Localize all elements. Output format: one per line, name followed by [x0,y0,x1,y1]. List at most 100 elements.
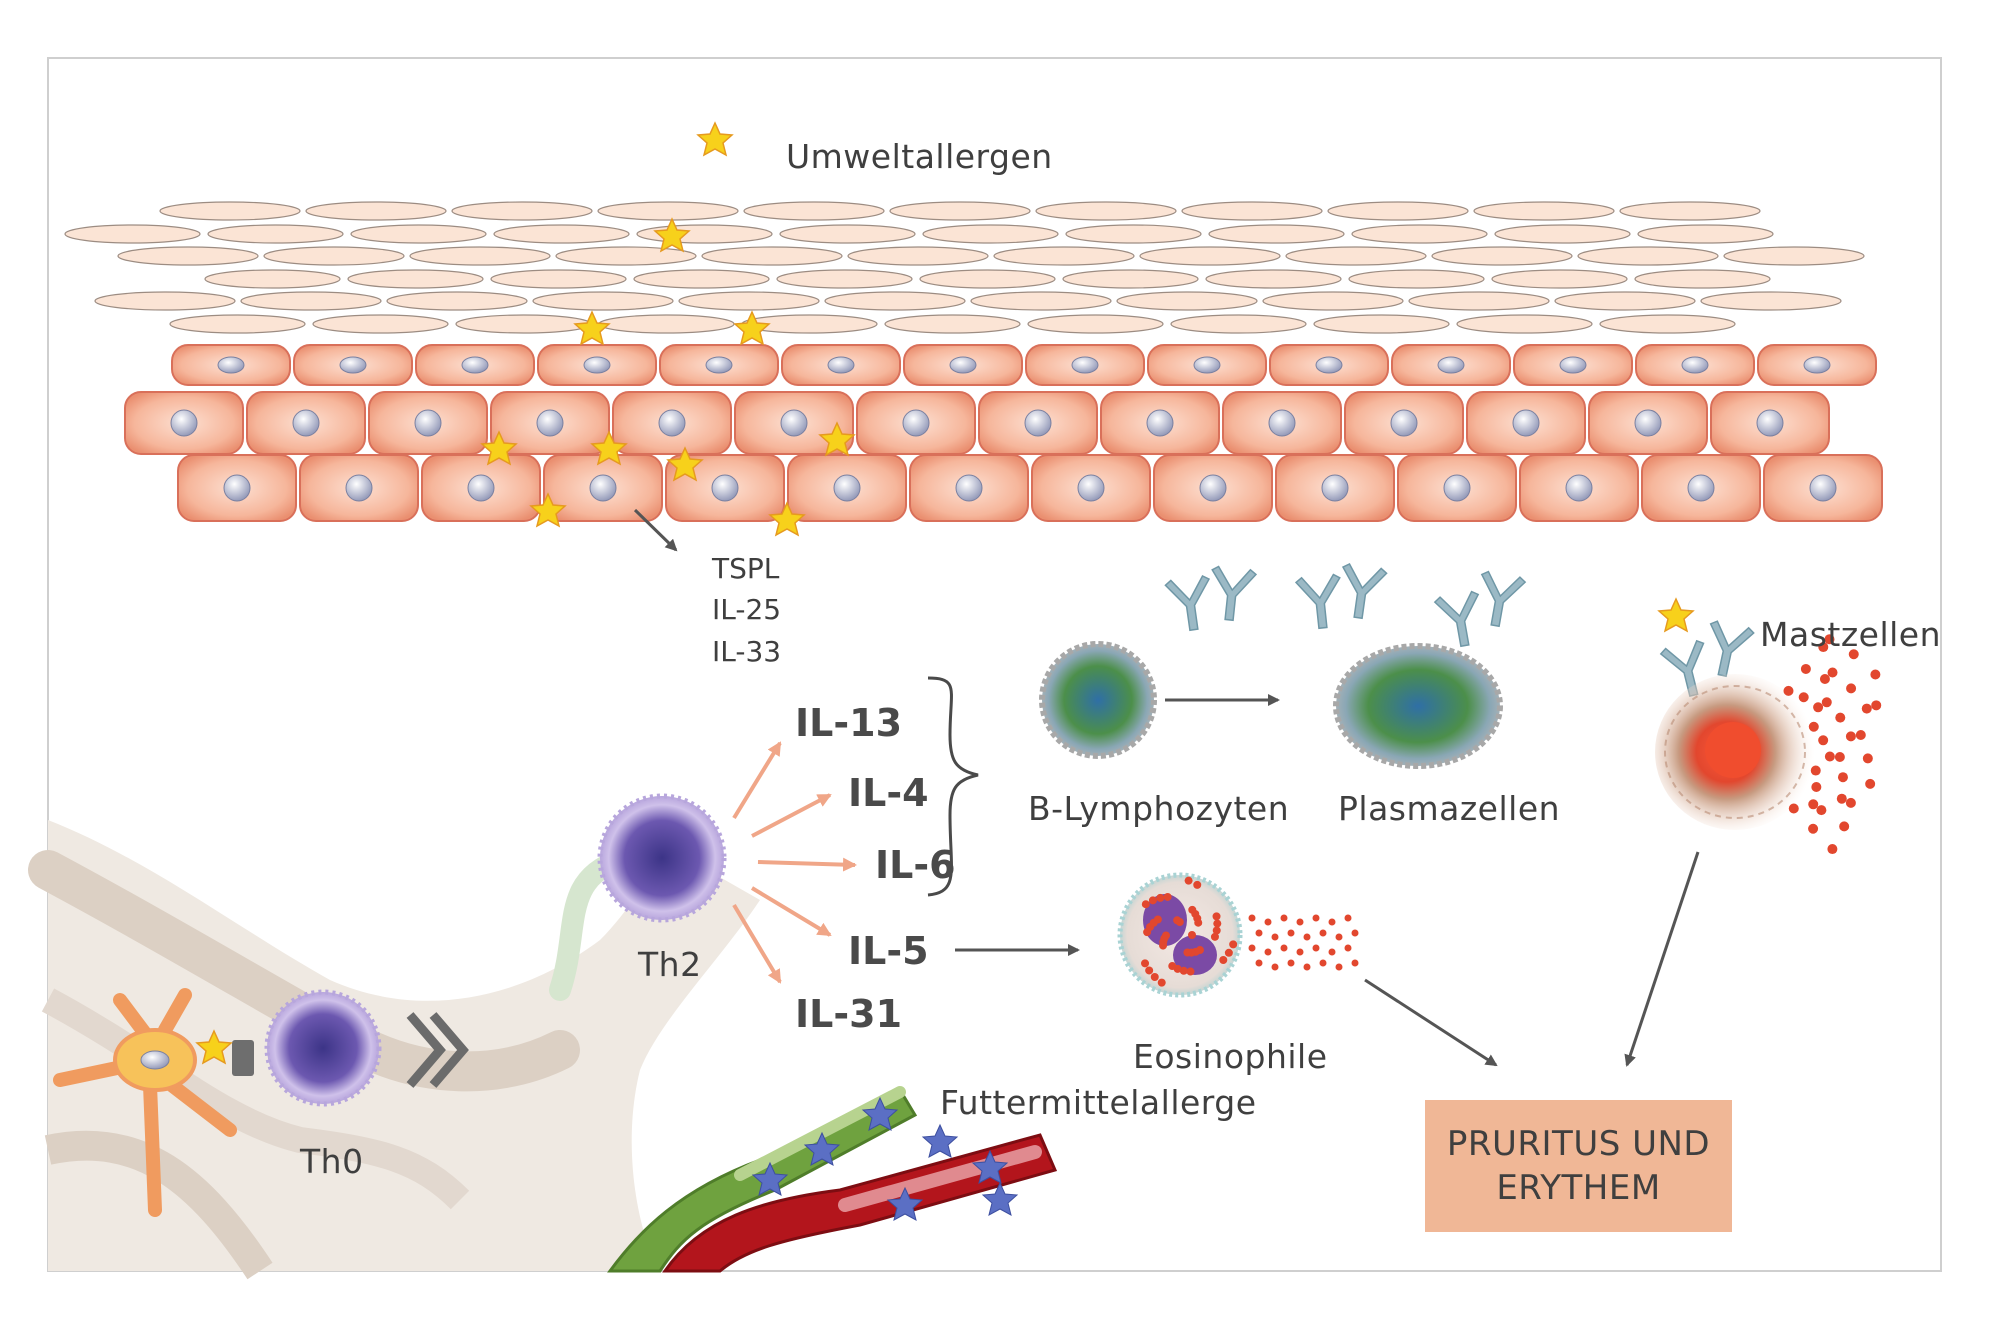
granule [1184,876,1193,885]
antibody-icon [1472,569,1527,631]
granule [1821,697,1832,708]
granule [1837,772,1848,783]
granule [1271,963,1279,971]
granule [1271,933,1279,941]
star-icon [697,122,733,156]
granule [1264,948,1272,956]
granule [1811,782,1822,793]
nucleus [1390,409,1418,437]
th2-label: Th2 [638,945,702,984]
corneocyte [451,201,593,221]
granule [1255,959,1263,967]
corneocyte [597,201,739,221]
nucleus [833,474,861,502]
chevron-right-icon [406,1012,469,1088]
granule [1193,880,1202,889]
corneocyte [1634,269,1771,289]
nucleus [1809,474,1837,502]
granule [1783,685,1794,696]
granule [1183,948,1192,957]
th0-label: Th0 [300,1142,364,1181]
granule [1296,918,1304,926]
granule [1163,892,1172,901]
corneocyte [555,246,697,266]
nucleus [589,474,617,502]
corneocyte [776,269,913,289]
corneocyte [847,246,989,266]
nucleus [949,356,977,374]
granule [1188,931,1196,939]
nucleus [345,474,373,502]
nucleus [1512,409,1540,437]
corneocyte [743,201,885,221]
granule [1861,703,1872,714]
granule [1229,940,1238,949]
corneocyte [1065,224,1202,244]
plasma-cell-label: Plasmazellen [1338,789,1561,828]
granule [1798,692,1809,703]
star-icon [654,218,690,252]
granule [1148,896,1157,905]
corneocyte [1205,269,1342,289]
corneocyte [204,269,341,289]
granule [1344,914,1352,922]
corneocyte [240,291,382,311]
corneocyte [970,291,1112,311]
corneocyte [1577,246,1719,266]
granule [1219,956,1228,964]
granule [1818,735,1829,746]
granule [1153,915,1162,924]
granule [1808,823,1819,834]
nucleus [902,409,930,437]
nucleus [1443,474,1471,502]
signal-label-il33: IL-33 [712,635,782,668]
keratinocyte-layers [124,344,1883,522]
corneocyte [1181,201,1323,221]
granule [1210,932,1219,941]
nucleus [1437,356,1465,374]
corneocyte [64,224,201,244]
granule [1296,948,1304,956]
granule [1319,929,1327,937]
result-box: PRURITUS UND ERYTHEM [1425,1100,1732,1232]
corneocyte [532,291,674,311]
nucleus [711,474,739,502]
nucleus [339,356,367,374]
mast-granules [1783,634,1882,855]
corneocyte [1473,201,1615,221]
granule [1846,683,1857,694]
corneocyte [1035,201,1177,221]
corneocyte [1554,291,1696,311]
granule [1248,914,1256,922]
plasma-cell [1333,643,1503,769]
corneocyte [1170,314,1307,334]
granule [1168,962,1177,971]
granule [1280,914,1288,922]
corneocyte [1285,246,1427,266]
il4-label: IL-4 [848,771,929,815]
blood-vessel [662,1133,1058,1273]
granule [1836,793,1847,804]
granule [1855,729,1866,740]
granule [1312,944,1320,952]
corneocyte [1491,269,1628,289]
granule [1287,929,1295,937]
star-icon [574,311,610,345]
granule [1186,967,1195,976]
granule [1816,805,1827,816]
granule [1264,918,1272,926]
granule [1162,931,1171,940]
granule [1255,929,1263,937]
antibody-icon [1433,589,1488,651]
granule [1335,963,1343,971]
corneocyte [1431,246,1573,266]
nucleus [1803,356,1831,374]
allergen-label: Umweltallergen [786,137,1053,176]
granule [1287,959,1295,967]
star-icon [922,1124,958,1158]
granule [1870,669,1881,680]
corneocyte [678,291,820,311]
granule [1328,918,1336,926]
eosinophil-granules [1141,876,1359,987]
granule [1865,778,1876,789]
